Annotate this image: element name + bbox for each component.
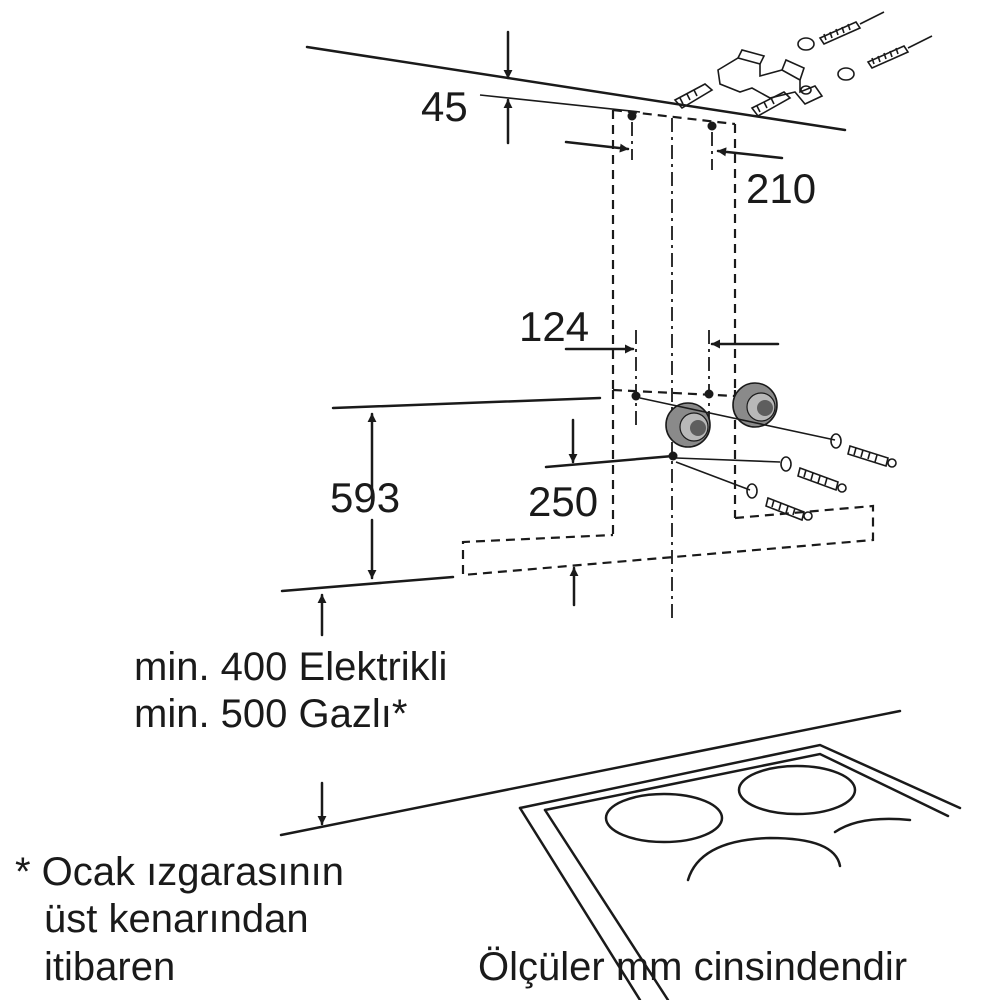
footnote-line-2: üst kenarından [44, 897, 309, 941]
screw-icon [818, 11, 933, 70]
clearance-line-2: min. 500 Gazlı* [134, 692, 407, 736]
upper-mounting-hardware [673, 11, 933, 118]
dim-593-label: 593 [330, 474, 400, 521]
wall-plug-icon [673, 83, 792, 118]
cooktop-reference-line [279, 709, 902, 837]
clearance-line-1: min. 400 Elektrikli [134, 645, 447, 689]
dim-45-label: 45 [421, 83, 468, 130]
dim-124-label: 124 [519, 303, 589, 350]
hood-body-outline [461, 504, 875, 577]
upper-hole-left [627, 111, 637, 121]
dim-210-arrow-left [564, 140, 630, 153]
dim-593-top-line [331, 396, 602, 410]
mounting-bracket-icon [717, 49, 824, 105]
cooktop [518, 743, 962, 1000]
upper-hole-right [707, 121, 717, 131]
dim-210-arrow-right [716, 147, 784, 160]
hook-icon [797, 37, 855, 95]
dim-250-label: 250 [528, 478, 598, 525]
screw-icon [765, 444, 897, 522]
dim-210-label: 210 [746, 165, 816, 212]
washer-icon [746, 433, 842, 499]
lower-hole-left [631, 391, 641, 401]
ceiling-line [305, 45, 847, 132]
cooktop-burner-icon [604, 764, 912, 882]
lower-hole-right [704, 389, 714, 399]
footnote-line-3: itibaren [44, 945, 175, 989]
lower-wall-plug-icon [665, 382, 778, 448]
dim-250-ref-line [544, 454, 675, 469]
dim-593-bottom-line [280, 575, 455, 593]
units-note: Ölçüler mm cinsindendir [478, 945, 907, 989]
lower-screws [639, 397, 897, 522]
footnote-line-1: * Ocak ızgarasının [15, 850, 344, 894]
